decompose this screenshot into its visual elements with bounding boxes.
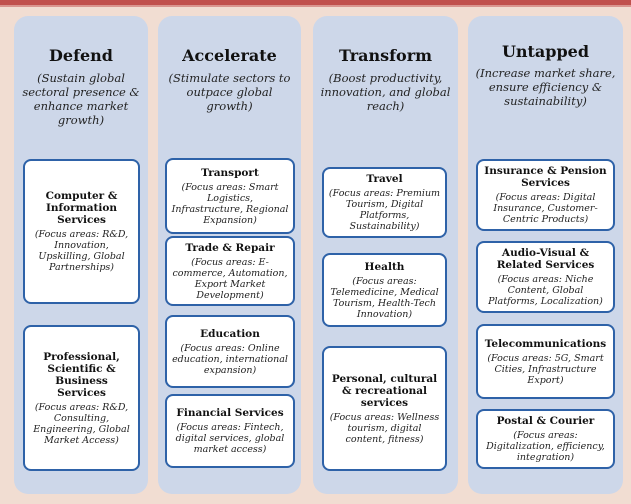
column-title: Accelerate xyxy=(182,46,277,65)
sector-focus: (Focus areas: Digital Insurance, Custome… xyxy=(493,192,598,225)
sector-title: Personal, cultural & recreational servic… xyxy=(331,372,438,409)
sector-card: Transport (Focus areas: Smart Logistics,… xyxy=(165,158,295,234)
sector-card: Postal & Courier (Focus areas: Digitaliz… xyxy=(476,409,615,469)
column-subtitle: (Increase market share, ensure efficienc… xyxy=(475,66,616,108)
sector-focus: (Focus areas: Digitalization, efficiency… xyxy=(486,430,605,463)
sector-title: Transport xyxy=(201,166,259,179)
sector-card: Telecommunications (Focus areas: 5G, Sma… xyxy=(476,324,615,399)
sector-title: Postal & Courier xyxy=(496,415,595,427)
sector-title: Professional, Scientific & Business Serv… xyxy=(43,350,120,399)
sector-title: Insurance & Pension Services xyxy=(484,165,607,189)
sector-focus: (Focus areas: E-commerce, Automation, Ex… xyxy=(172,256,288,301)
sector-card: Professional, Scientific & Business Serv… xyxy=(23,325,140,471)
sector-title: Financial Services xyxy=(176,407,284,419)
sector-focus: (Focus areas: Online education, internat… xyxy=(172,342,288,376)
sector-focus: (Focus areas: R&D, Consulting, Engineeri… xyxy=(33,401,130,446)
sector-card: Health (Focus areas: Telemedicine, Medic… xyxy=(322,253,447,327)
column-subtitle: (Sustain global sectoral presence & enha… xyxy=(22,71,140,127)
column-subtitle: (Boost productivity, innovation, and glo… xyxy=(320,71,451,113)
sector-card: Trade & Repair (Focus areas: E-commerce,… xyxy=(165,236,295,306)
sector-focus: (Focus areas: Premium Tourism, Digital P… xyxy=(328,188,441,232)
sector-focus: (Focus areas: Telemedicine, Medical Tour… xyxy=(330,275,439,320)
sector-card: Travel (Focus areas: Premium Tourism, Di… xyxy=(322,167,447,238)
sector-title: Health xyxy=(364,260,405,273)
sector-focus: (Focus areas: Wellness tourism, digital … xyxy=(329,411,440,445)
sector-focus: (Focus areas: R&D, Innovation, Upskillin… xyxy=(34,229,129,273)
sector-focus: (Focus areas: 5G, Smart Cities, Infrastr… xyxy=(487,352,604,386)
sector-card: Personal, cultural & recreational servic… xyxy=(322,346,447,471)
sector-title: Trade & Repair xyxy=(185,241,275,254)
sector-title: Computer & Information Services xyxy=(45,190,118,226)
sector-card: Computer & Information Services (Focus a… xyxy=(23,159,140,304)
column-subtitle: (Stimulate sectors to outpace global gro… xyxy=(168,71,291,113)
column-title: Transform xyxy=(338,46,433,65)
header-bar xyxy=(0,0,631,7)
sector-card: Insurance & Pension Services (Focus area… xyxy=(476,159,615,231)
sector-focus: (Focus areas: Fintech, digital services,… xyxy=(175,422,285,455)
sector-title: Telecommunications xyxy=(484,337,607,350)
sector-card: Education (Focus areas: Online education… xyxy=(165,315,295,388)
sector-focus: (Focus areas: Smart Logistics, Infrastru… xyxy=(171,181,289,226)
sector-focus: (Focus areas: Niche Content, Global Plat… xyxy=(488,274,603,307)
sector-card: Financial Services (Focus areas: Fintech… xyxy=(165,394,295,468)
column-title: Defend xyxy=(49,46,113,65)
sector-card: Audio-Visual & Related Services (Focus a… xyxy=(476,241,615,313)
sector-title: Travel xyxy=(366,173,403,185)
sector-title: Education xyxy=(200,327,260,340)
sector-title: Audio-Visual & Related Services xyxy=(496,247,595,271)
column-title: Untapped xyxy=(501,42,590,61)
